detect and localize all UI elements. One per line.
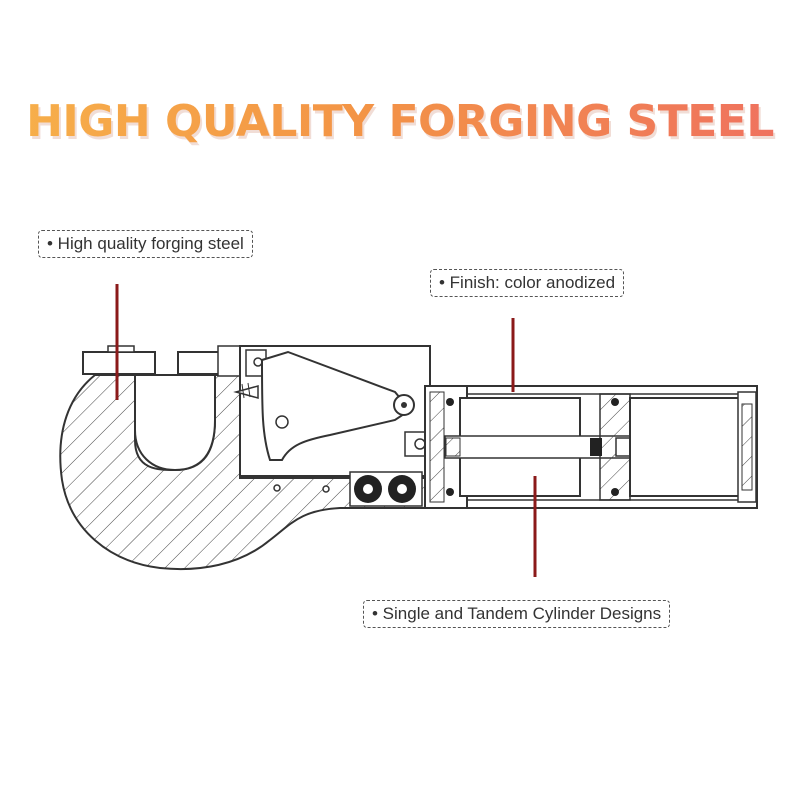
second-piston: [629, 397, 741, 497]
die-holder: [217, 345, 241, 377]
lever-arm: [260, 350, 412, 461]
upper-left-die: [82, 351, 156, 375]
c-frame-jaw-opening: [134, 374, 216, 472]
upper-left-die-tab: [107, 345, 135, 353]
callout-cylinder-designs: • Single and Tandem Cylinder Designs: [363, 600, 671, 628]
frame-hole-icon: [273, 484, 281, 492]
frame-hole-icon: [322, 485, 330, 493]
spring-screw: [233, 385, 259, 399]
callout-finish: • Finish: color anodized: [430, 269, 625, 297]
pivot-pin-icon: [253, 357, 263, 367]
callout-forging-steel: • High quality forging steel: [38, 230, 253, 258]
page-headline: HIGH QUALITY FORGING STEEL: [0, 96, 800, 147]
lever-bolt-icon: [275, 415, 289, 429]
